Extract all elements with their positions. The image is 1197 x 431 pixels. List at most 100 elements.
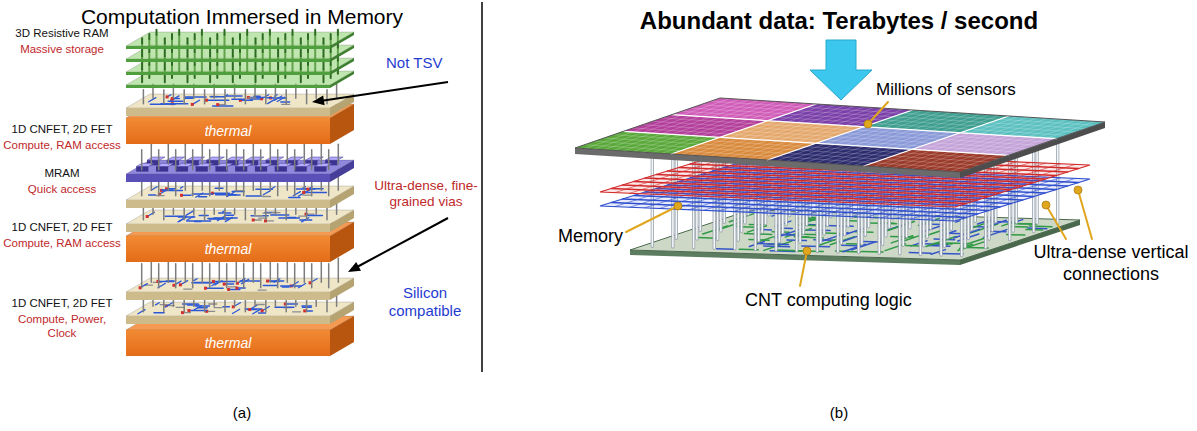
thermal-layer: thermal — [126, 330, 330, 356]
label-slot: Compute, RAM access — [2, 138, 122, 152]
circuit-trace — [212, 282, 219, 286]
circuit-trace — [293, 311, 301, 312]
mram-cell-top — [314, 163, 332, 166]
layer-name: 1D CNFET, 2D FET — [2, 122, 122, 136]
pointer-arrow-line — [357, 218, 448, 267]
circuit-trace — [223, 306, 229, 308]
label-slot: Compute, RAM access — [2, 236, 122, 250]
circuit-trace — [225, 215, 234, 217]
layer-role: Compute, RAM access — [2, 236, 122, 250]
layer-name: 1D CNFET, 2D FET — [2, 220, 122, 234]
via-line — [285, 90, 287, 104]
mram-cell-front — [235, 167, 247, 172]
via-line — [304, 144, 306, 164]
circuit-trace — [165, 303, 172, 307]
circuit-trace — [254, 215, 262, 216]
leader-dot — [1074, 186, 1082, 194]
via-line — [328, 264, 330, 288]
circuit-cell — [223, 283, 226, 286]
circuit-trace — [259, 312, 266, 314]
label-slot: Massive storage — [2, 42, 122, 56]
device-layer-front — [126, 292, 330, 300]
logic-trace — [988, 230, 1006, 232]
circuit-trace — [225, 217, 232, 221]
pointer-arrow-head — [348, 262, 361, 272]
circuit-trace — [268, 99, 275, 103]
logic-trace — [843, 236, 859, 241]
label-slot: Abundant data: Terabytes / second — [485, 6, 1193, 35]
mram-cell-front — [275, 167, 287, 172]
label-slot: CNT computing logic — [745, 290, 912, 312]
mram-cell-top — [215, 163, 233, 166]
via-line — [287, 144, 289, 164]
sensor-stack-illustration — [575, 98, 1105, 286]
circuit-trace — [206, 287, 224, 289]
layer-text: thermal — [205, 241, 252, 257]
leader-dot — [674, 202, 682, 210]
circuit-trace — [184, 289, 192, 290]
circuit-cell — [303, 309, 306, 312]
via-line — [306, 90, 308, 104]
logic-trace — [844, 229, 863, 236]
circuit-trace — [258, 289, 266, 290]
circuit-trace — [211, 96, 226, 98]
via-line — [219, 144, 221, 164]
leader-line — [800, 251, 807, 286]
circuit-trace — [187, 216, 194, 220]
leader-dot — [864, 120, 872, 128]
leader-line — [1078, 190, 1092, 239]
circuit-trace — [289, 197, 300, 199]
rram-pillar — [178, 30, 180, 35]
via-line — [226, 264, 228, 288]
mram-layer-front — [126, 174, 330, 182]
circuit-trace — [263, 191, 270, 195]
via-line — [243, 264, 245, 288]
via-line — [245, 90, 247, 104]
callout-text: Ultra-dense, fine-grained vias — [374, 178, 478, 211]
via-line — [243, 150, 245, 170]
layer-name: MRAM — [2, 166, 122, 180]
logic-trace — [717, 248, 734, 250]
rram-pillar — [269, 30, 271, 35]
layer-role: Compute, Power, Clock — [2, 312, 122, 340]
leader-line — [868, 102, 888, 124]
mram-cell-front — [196, 167, 208, 172]
layer-name: 3D Resistive RAM — [2, 26, 122, 40]
mram-cell-top — [226, 157, 244, 160]
circuit-trace — [213, 105, 233, 107]
via-line — [168, 144, 170, 164]
rram-sheet-side — [330, 32, 354, 49]
device-layer-top — [126, 186, 354, 200]
circuit-cell — [187, 309, 190, 312]
circuit-trace — [248, 309, 257, 311]
circuit-trace — [281, 285, 302, 287]
circuit-cell — [212, 280, 215, 283]
label-slot: Quick access — [2, 182, 122, 196]
rram-sheet-side — [330, 45, 354, 62]
mram-cell-top — [295, 163, 313, 166]
circuit-cell — [261, 309, 264, 312]
via-line — [226, 150, 228, 170]
thermal-layer: thermal — [126, 118, 330, 144]
sensor-grid — [672, 115, 1057, 139]
circuit-trace — [300, 219, 312, 221]
layer-role: Quick access — [2, 182, 122, 196]
layer-role: Compute, RAM access — [2, 138, 122, 152]
leader-dot — [803, 247, 811, 255]
circuit-trace — [303, 194, 311, 195]
label-slot: Ultra-dense, fine-grained vias — [374, 178, 478, 211]
mram-cell-top — [196, 163, 214, 166]
label-slot: Compute, Power, Clock — [2, 312, 122, 340]
panel-title: Abundant data: Terabytes / second — [485, 6, 1193, 35]
via-line — [336, 84, 338, 98]
circuit-cell — [166, 95, 169, 98]
circuit-trace — [263, 196, 271, 197]
circuit-trace — [232, 98, 245, 100]
logic-trace — [940, 253, 964, 255]
device-layer-top — [126, 302, 354, 316]
via-line — [204, 90, 206, 104]
device-layer-front — [126, 108, 330, 116]
circuit-cell — [227, 288, 230, 291]
panel-title: Computation Immersed in Memory — [2, 4, 482, 30]
